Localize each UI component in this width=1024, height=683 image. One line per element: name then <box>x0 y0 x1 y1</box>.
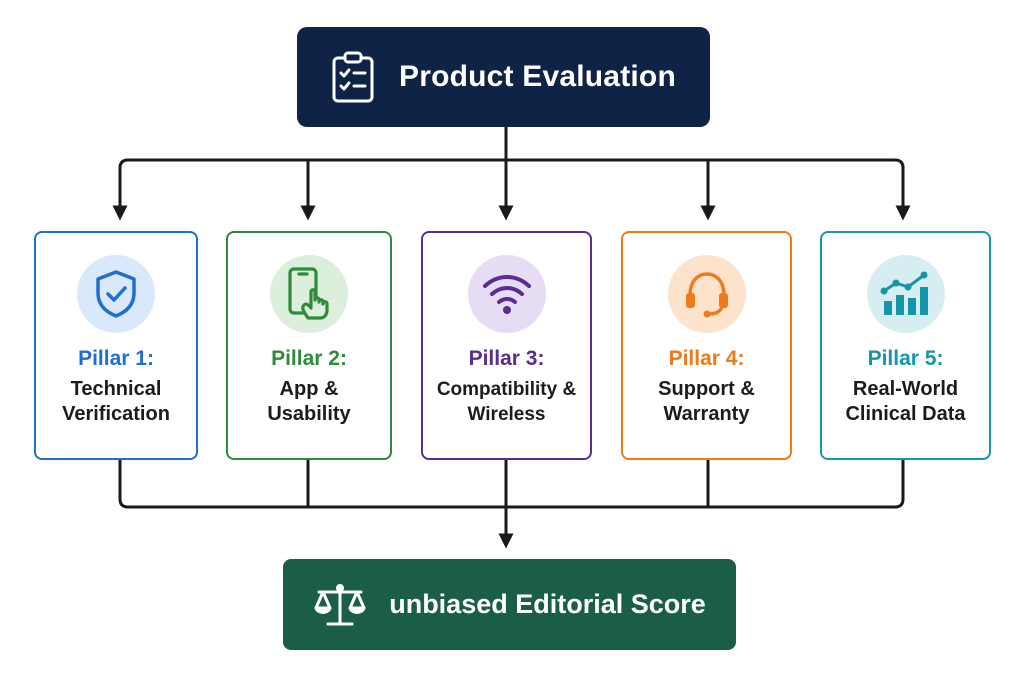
pillar-5-icon-circle <box>866 255 945 333</box>
header-box: Product Evaluation <box>297 27 710 127</box>
score-box: unbiased Editorial Score <box>283 559 736 650</box>
pillar-2-name: App & Usability <box>267 378 351 425</box>
pillar-1-label: Pillar 1: <box>78 347 154 370</box>
headset-icon <box>685 272 728 318</box>
pillar-1-card: Pillar 1: Technical Verification <box>34 231 198 460</box>
pillar-4-label: Pillar 4: <box>668 347 745 370</box>
clipboard-checklist-icon <box>332 51 374 103</box>
pillar-5-label: Pillar 5: <box>867 347 944 370</box>
connector-bottom-bar <box>118 460 905 509</box>
balance-scale-icon <box>314 583 366 625</box>
pillar-4-icon-circle <box>667 255 746 333</box>
shield-check-icon <box>96 270 136 318</box>
pillar-3-name: Compatibility & Wireless <box>436 379 577 425</box>
pillar-2-icon-circle <box>270 255 348 333</box>
pillar-1-icon-circle <box>77 255 155 333</box>
pillar-1-name: Technical Verification <box>62 378 170 425</box>
pillar-5-card: Pillar 5: Real-World Clinical Data <box>820 231 991 460</box>
score-title: unbiased Editorial Score <box>389 589 706 619</box>
chart-trend-icon <box>880 271 928 315</box>
pillar-4-card: Pillar 4: Support & Warranty <box>621 231 792 460</box>
pillar-3-icon-circle <box>467 255 546 333</box>
pillar-2-label: Pillar 2: <box>271 347 347 370</box>
header-title: Product Evaluation <box>399 60 676 93</box>
phone-tap-icon <box>288 267 329 320</box>
connector-top-bar <box>118 158 905 169</box>
pillar-5-name: Real-World Clinical Data <box>845 378 966 425</box>
wifi-icon <box>482 275 531 314</box>
pillar-3-card: Pillar 3: Compatibility & Wireless <box>421 231 592 460</box>
pillar-4-name: Support & Warranty <box>658 378 755 425</box>
pillar-3-label: Pillar 3: <box>468 347 545 370</box>
pillar-2-card: Pillar 2: App & Usability <box>226 231 392 460</box>
